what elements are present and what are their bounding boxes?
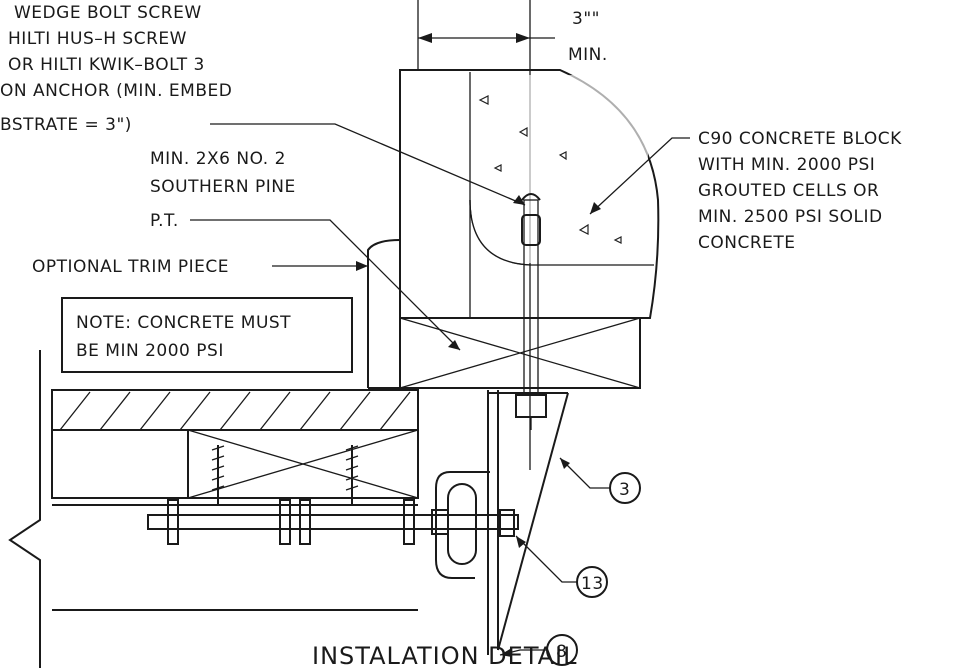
block-note: C90 CONCRETE BLOCK WITH MIN. 2000 PSI GR… xyxy=(589,129,902,253)
anchor-bolt xyxy=(515,193,547,430)
pine-note-line-3: P.T. xyxy=(150,211,179,231)
callout-8-number: 8 xyxy=(556,642,567,662)
pine-note-line-2: SOUTHERN PINE xyxy=(150,177,296,197)
dimension-min-label: MIN. xyxy=(568,45,608,65)
anchor-note-line-5: BSTRATE = 3") xyxy=(0,115,132,135)
anchor-note-line-4: ON ANCHOR (MIN. EMBED xyxy=(0,81,232,101)
block-note-line-3: GROUTED CELLS OR xyxy=(698,181,879,201)
anchor-note-line-2: HILTI HUS–H SCREW xyxy=(8,29,187,49)
callout-13: 13 xyxy=(515,535,608,598)
pine-note: MIN. 2X6 NO. 2 SOUTHERN PINE P.T. xyxy=(150,149,461,351)
concrete-note-line-1: NOTE: CONCRETE MUST xyxy=(76,313,291,333)
block-note-line-4: MIN. 2500 PSI SOLID xyxy=(698,207,883,227)
block-note-line-1: C90 CONCRETE BLOCK xyxy=(698,129,902,149)
callout-3-number: 3 xyxy=(619,480,630,500)
callout-8: 8 xyxy=(499,634,578,666)
threaded-rod xyxy=(147,499,519,545)
block-note-line-2: WITH MIN. 2000 PSI xyxy=(698,155,875,175)
pine-2x6 xyxy=(399,317,641,389)
clip-hook xyxy=(435,471,515,579)
wall-section xyxy=(8,350,419,668)
trim-note-text: OPTIONAL TRIM PIECE xyxy=(32,257,229,277)
anchor-note: WEDGE BOLT SCREW HILTI HUS–H SCREW OR HI… xyxy=(0,3,526,206)
concrete-block xyxy=(399,69,660,319)
dimension-value: 3"" xyxy=(572,9,600,29)
anchor-note-line-3: OR HILTI KWIK–BOLT 3 xyxy=(8,55,205,75)
trim-note: OPTIONAL TRIM PIECE xyxy=(32,257,368,277)
callout-3: 3 xyxy=(559,457,641,504)
concrete-note-line-2: BE MIN 2000 PSI xyxy=(76,341,224,361)
angle-bracket xyxy=(487,390,569,655)
anchor-note-line-1: WEDGE BOLT SCREW xyxy=(14,3,202,23)
block-note-line-5: CONCRETE xyxy=(698,233,796,253)
optional-trim-piece xyxy=(367,239,401,389)
drawing-title: INSTALATION DETAIL xyxy=(312,642,577,668)
wood-screws xyxy=(211,445,359,505)
concrete-note-box: NOTE: CONCRETE MUST BE MIN 2000 PSI xyxy=(61,297,353,373)
callout-13-number: 13 xyxy=(581,574,604,594)
pine-note-line-1: MIN. 2X6 NO. 2 xyxy=(150,149,286,169)
